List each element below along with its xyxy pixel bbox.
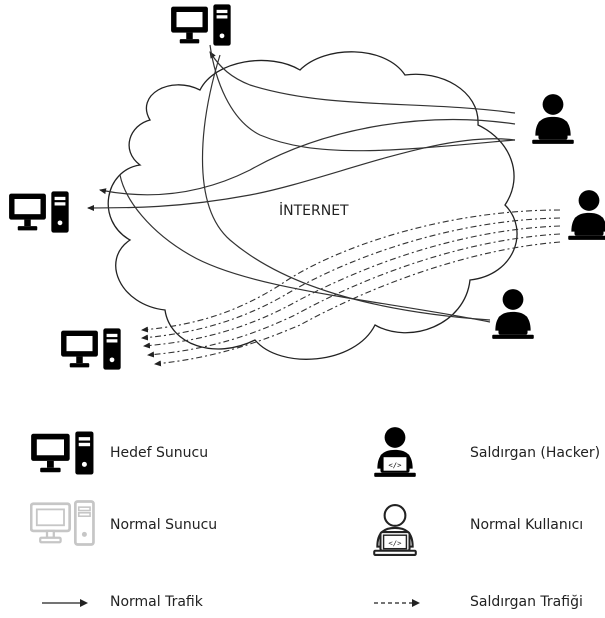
normal-traffic-line [209, 51, 516, 114]
dashed-arrow-icon [374, 599, 420, 607]
attack-traffic-line [147, 233, 561, 358]
attacker-icon: </> [374, 427, 416, 477]
normal-server-icon [30, 500, 95, 546]
legend-target-server-label: Hedef Sunucu [110, 445, 209, 461]
normal-traffic-line [99, 118, 516, 196]
legend-normal-traffic-label: Normal Trafik [110, 594, 203, 610]
normal-server-icon [171, 4, 231, 46]
cloud-label: İNTERNET [279, 201, 349, 219]
normal-user-icon [492, 289, 534, 339]
legend-normal-server-label: Normal Sunucu [110, 517, 218, 533]
legend-attacker-label: Saldırgan (Hacker) [470, 445, 601, 461]
normal-user-icon [532, 94, 574, 144]
attacker-icon [568, 190, 605, 240]
legend-normal-user-label: Normal Kullanıcı [470, 517, 584, 533]
normal-traffic-line [119, 174, 491, 323]
target-server-icon [31, 431, 94, 475]
svg-text:</>: </> [388, 461, 402, 470]
normal-traffic-line [209, 44, 516, 152]
normal-user-icon: </> [373, 504, 417, 556]
normal-traffic-line [201, 54, 491, 321]
attack-traffic-lines [141, 209, 561, 367]
target-server-icon [61, 328, 121, 370]
internet-cloud [107, 51, 518, 360]
attack-traffic-line [154, 241, 561, 367]
normal-server-icon [9, 191, 69, 233]
attack-traffic-line [141, 209, 561, 333]
normal-traffic-line [87, 138, 516, 211]
attack-traffic-line [143, 225, 561, 349]
legend-attack-traffic-label: Saldırgan Trafiği [470, 594, 583, 610]
svg-text:</>: </> [388, 539, 402, 548]
network-diagram: </> .gray .pc-body { fill: #ffffff; stro… [9, 4, 605, 370]
normal-traffic-lines [87, 44, 516, 323]
solid-arrow-icon [42, 599, 88, 607]
attack-traffic-line [141, 217, 561, 341]
